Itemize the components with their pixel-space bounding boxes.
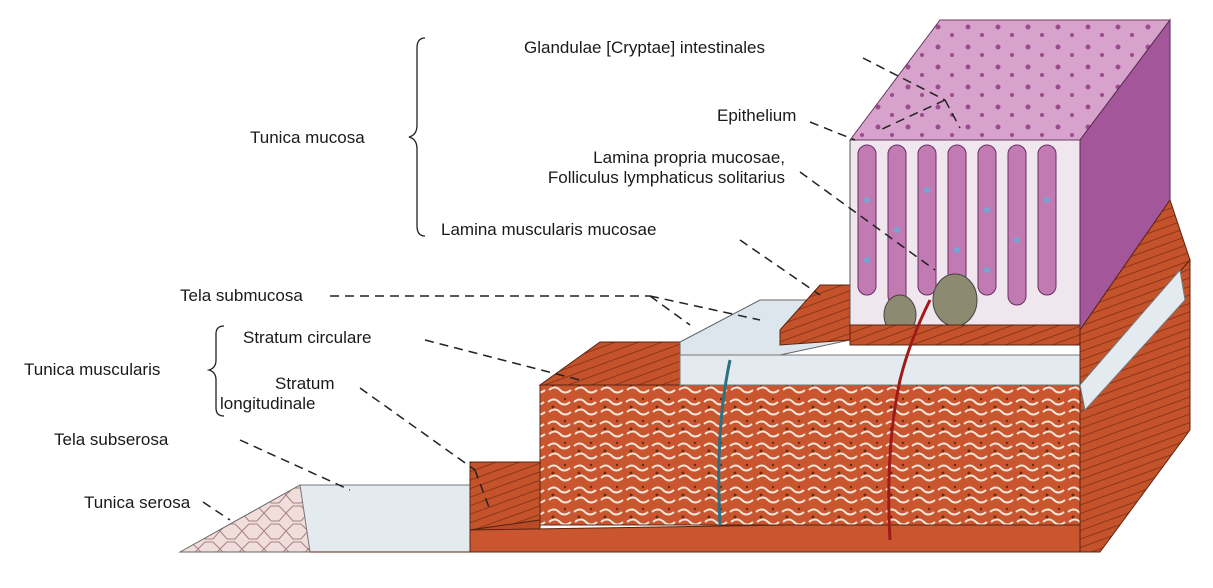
folliculus-lymphaticus bbox=[933, 274, 977, 326]
tunica-mucosa-brace bbox=[409, 38, 425, 236]
label-stratum-line2: longitudinale bbox=[214, 394, 354, 414]
label-lamina-propria-line1: Lamina propria mucosae, bbox=[505, 148, 785, 168]
label-lamina-propria-line2: Folliculus lymphaticus solitarius bbox=[505, 168, 785, 188]
label-tunica-mucosa: Tunica mucosa bbox=[250, 128, 365, 148]
label-glandulae-intestinales: Glandulae [Cryptae] intestinales bbox=[524, 38, 765, 58]
label-stratum-longitudinale: Stratum longitudinale bbox=[214, 374, 354, 414]
label-stratum-line1: Stratum bbox=[214, 374, 354, 394]
label-tela-submucosa: Tela submucosa bbox=[180, 286, 303, 306]
label-stratum-circulare: Stratum circulare bbox=[243, 328, 371, 348]
tela-subserosa-layer bbox=[300, 485, 470, 552]
label-lamina-propria: Lamina propria mucosae, Folliculus lymph… bbox=[505, 148, 785, 188]
label-epithelium: Epithelium bbox=[717, 106, 796, 126]
label-lamina-muscularis-mucosae: Lamina muscularis mucosae bbox=[441, 220, 656, 240]
stratum-longitudinale-block bbox=[470, 462, 540, 530]
stratum-circulare-block bbox=[540, 385, 1080, 525]
label-tunica-serosa: Tunica serosa bbox=[84, 493, 190, 513]
label-tunica-muscularis: Tunica muscularis bbox=[24, 360, 160, 380]
label-tela-subserosa: Tela subserosa bbox=[54, 430, 168, 450]
